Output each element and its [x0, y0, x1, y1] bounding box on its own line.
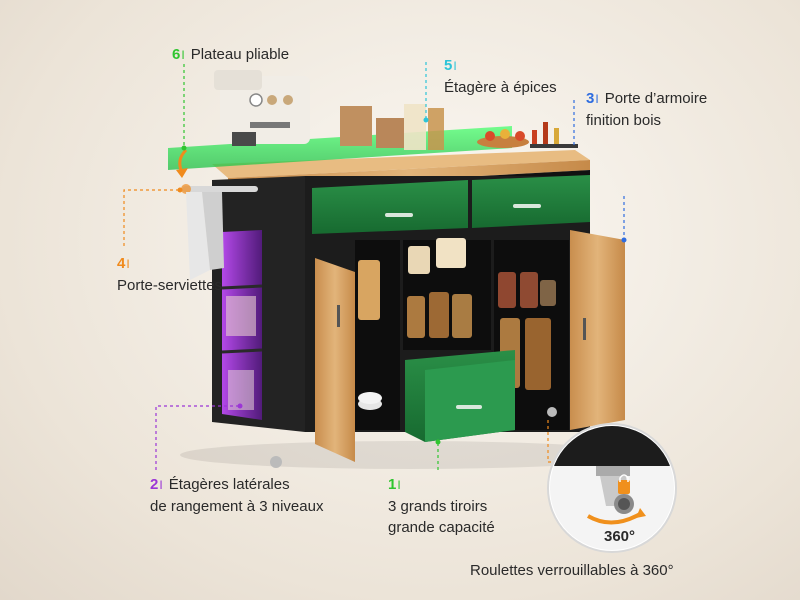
- callout-foldable-top: 6I Plateau pliable: [172, 44, 289, 66]
- callout-text-line2: de rangement à 3 niveaux: [150, 498, 324, 515]
- coffee-machine: [214, 70, 310, 146]
- countertop-items: [340, 104, 529, 150]
- top-drawers: [312, 175, 590, 234]
- number-separator: I: [595, 92, 599, 106]
- callout-side-shelves: 2I Étagères latérales de rangement à 3 ni…: [150, 474, 323, 517]
- number-separator: I: [159, 478, 163, 492]
- callout-drawers: 1I 3 grands tiroirs grande capacité: [388, 474, 495, 538]
- callout-text-line2: grande capacité: [388, 519, 495, 536]
- callout-text: Porte-serviettes: [117, 277, 223, 294]
- callout-text: Roulettes verrouillables à 360°: [470, 562, 674, 579]
- bottom-drawer: [405, 350, 515, 442]
- callout-wood-door: 3I Porte d’armoire finition bois: [586, 88, 707, 131]
- side-shelf-items: [221, 284, 263, 410]
- callout-text-line1: 3 grands tiroirs: [388, 498, 488, 515]
- spice-rack: [530, 122, 578, 148]
- callout-number: 2I: [150, 476, 163, 493]
- callout-number: 6I: [172, 46, 185, 63]
- number-separator: I: [181, 48, 185, 62]
- towel-rack: [181, 184, 258, 280]
- number-separator: I: [397, 478, 401, 492]
- number-separator: I: [126, 257, 130, 271]
- callout-number: 3I: [586, 90, 599, 107]
- callout-leaders: [123, 62, 625, 470]
- callout-text: Étagère à épices: [444, 79, 557, 96]
- callout-number: 5I: [444, 57, 457, 74]
- storage-jars: [358, 238, 556, 410]
- callout-text: Plateau pliable: [190, 46, 290, 63]
- caster-badge: 360°: [604, 528, 635, 545]
- rotation-arrow-icon: [586, 512, 641, 525]
- casters: [270, 407, 557, 468]
- callout-towel-rack: 4I Porte-serviettes: [117, 253, 222, 296]
- callout-spice-rack: 5I Étagère à épices: [444, 55, 557, 98]
- callout-text-line1: Porte d’armoire: [604, 90, 708, 107]
- callout-text-line2: finition bois: [586, 112, 662, 129]
- callout-text-line1: Étagères latérales: [168, 476, 290, 493]
- callout-number: 1I: [388, 476, 401, 493]
- lock-icon: [618, 480, 630, 494]
- callout-number: 4I: [117, 255, 130, 272]
- number-separator: I: [453, 59, 457, 73]
- callout-casters: Roulettes verrouillables à 360°: [470, 560, 674, 581]
- wood-doors: [315, 230, 625, 462]
